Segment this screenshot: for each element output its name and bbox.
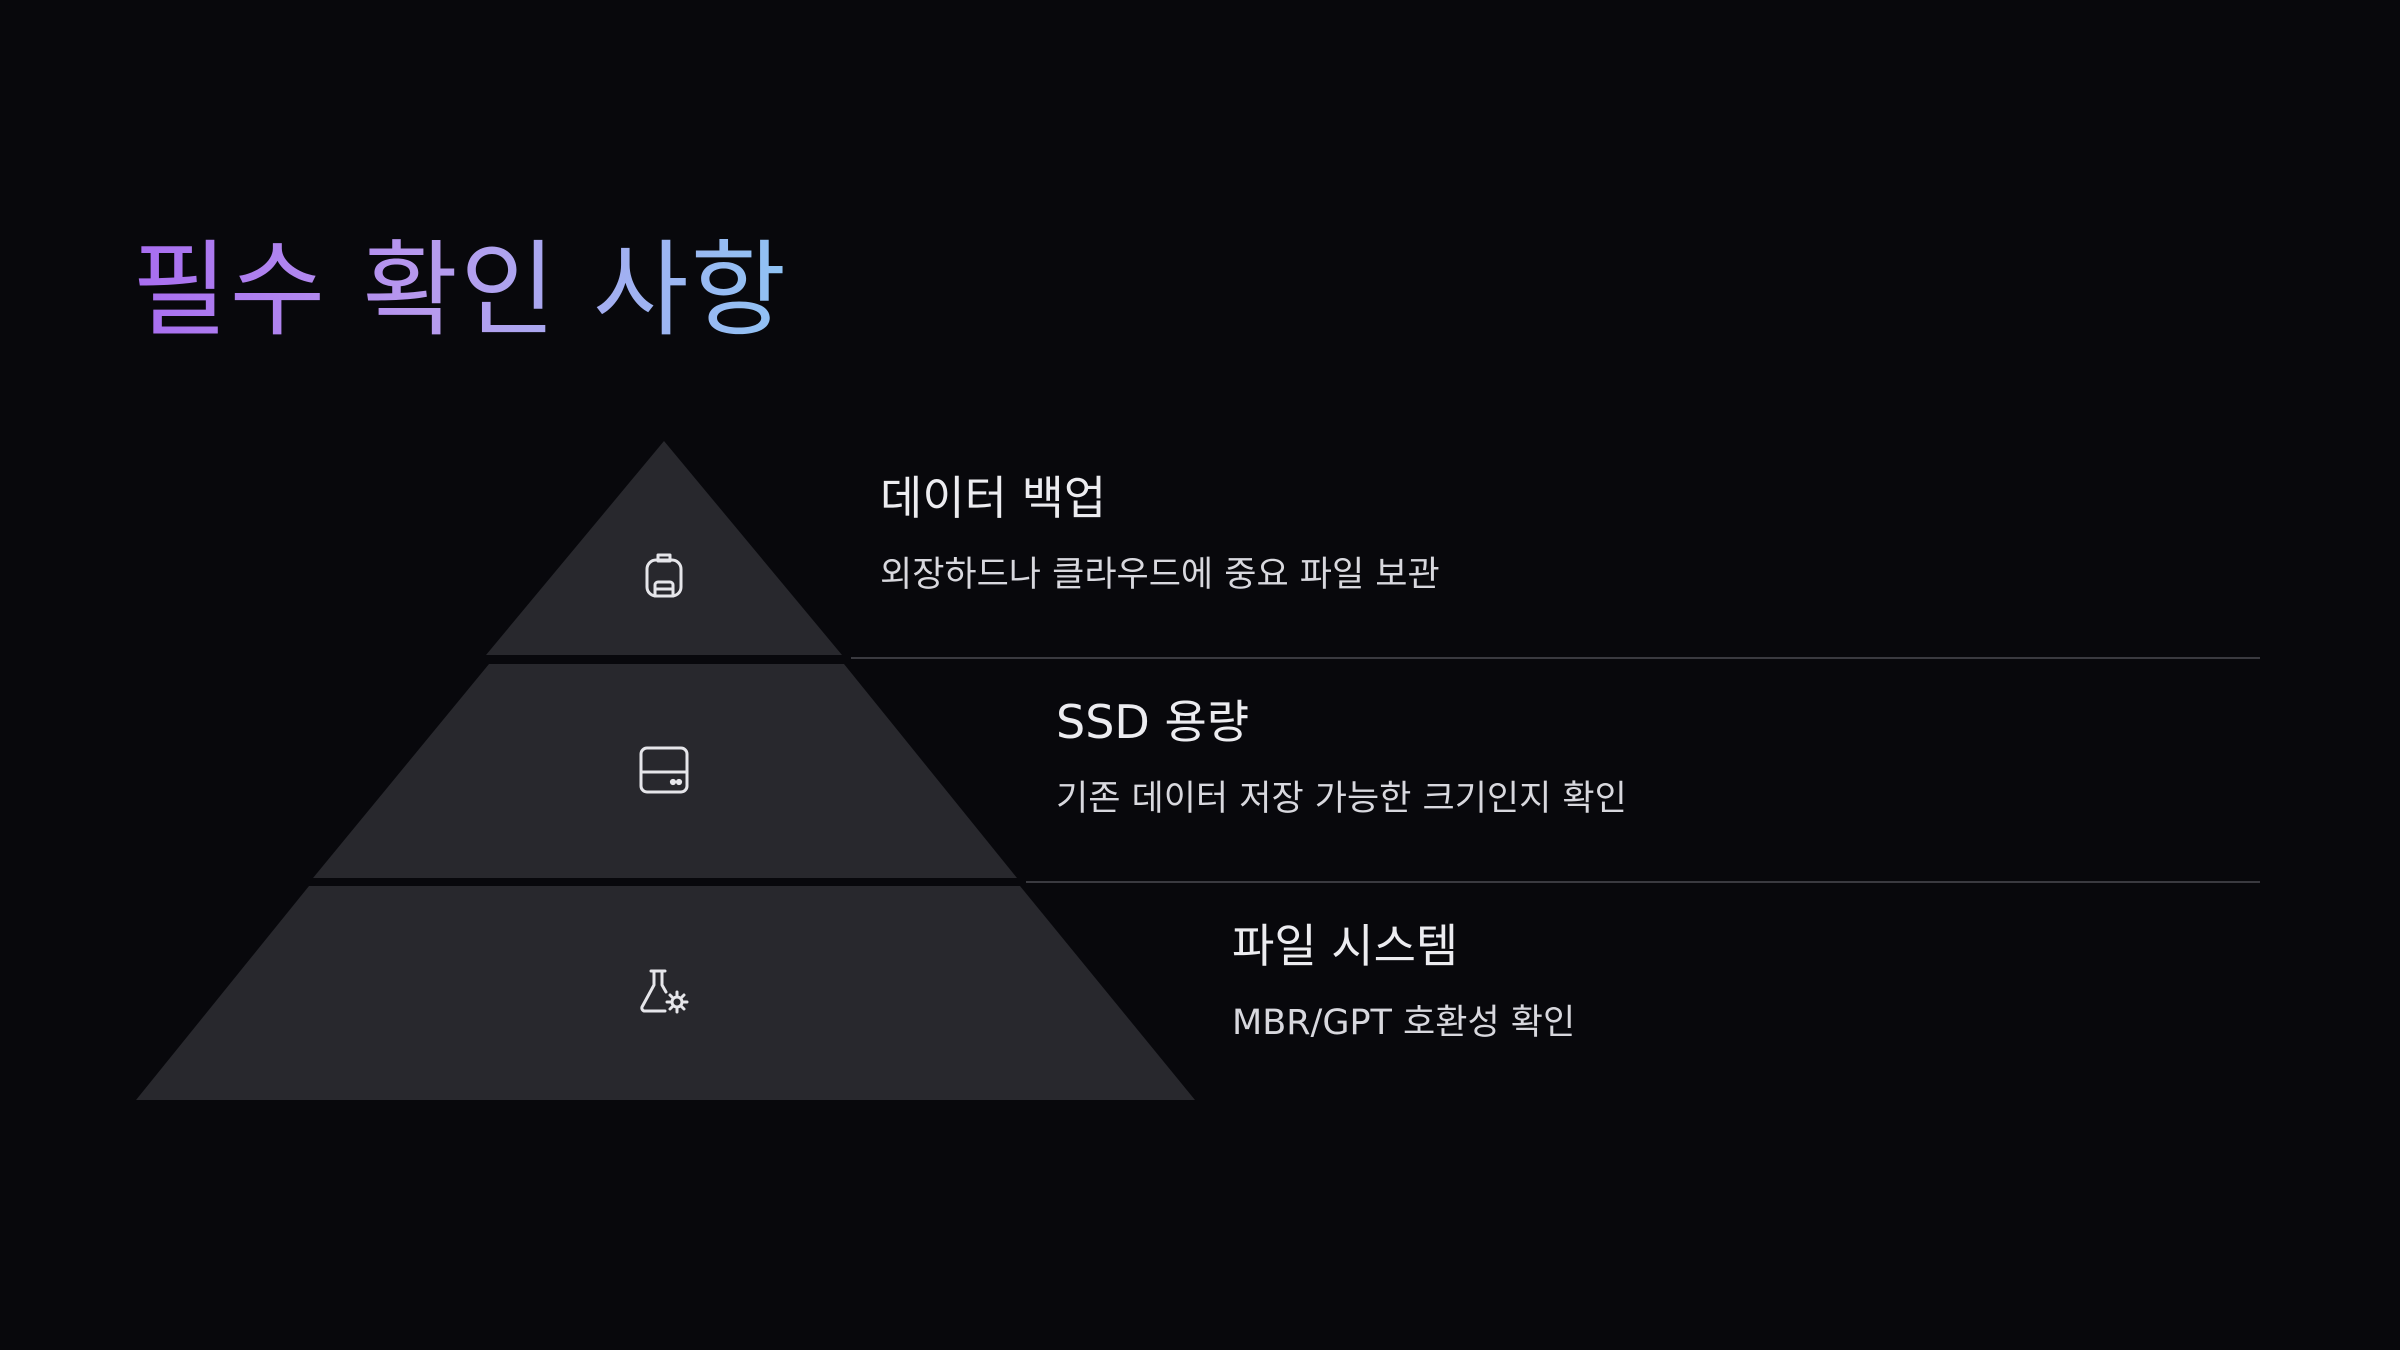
flask-gear-icon (636, 966, 692, 1022)
tier-description: 기존 데이터 저장 가능한 크기인지 확인 (1056, 778, 1627, 819)
tier-text-backup: 데이터 백업 외장하드나 클라우드에 중요 파일 보관 (880, 470, 1440, 597)
tier-heading: 파일 시스템 (1232, 919, 1459, 973)
tier-heading: SSD 용량 (1056, 695, 1250, 749)
backpack-icon (636, 546, 692, 602)
tier-heading: 데이터 백업 (880, 471, 1107, 525)
tier-text-ssd: SSD 용량 기존 데이터 저장 가능한 크기인지 확인 (1056, 694, 1627, 821)
hard-drive-icon (636, 742, 692, 798)
tier-description: MBR/GPT 호환성 확인 (1232, 1002, 1576, 1043)
tier-text-filesystem: 파일 시스템 MBR/GPT 호환성 확인 (1232, 918, 1575, 1045)
page-title: 필수 확인 사항 (132, 229, 789, 351)
tier-description: 외장하드나 클라우드에 중요 파일 보관 (880, 554, 1440, 595)
